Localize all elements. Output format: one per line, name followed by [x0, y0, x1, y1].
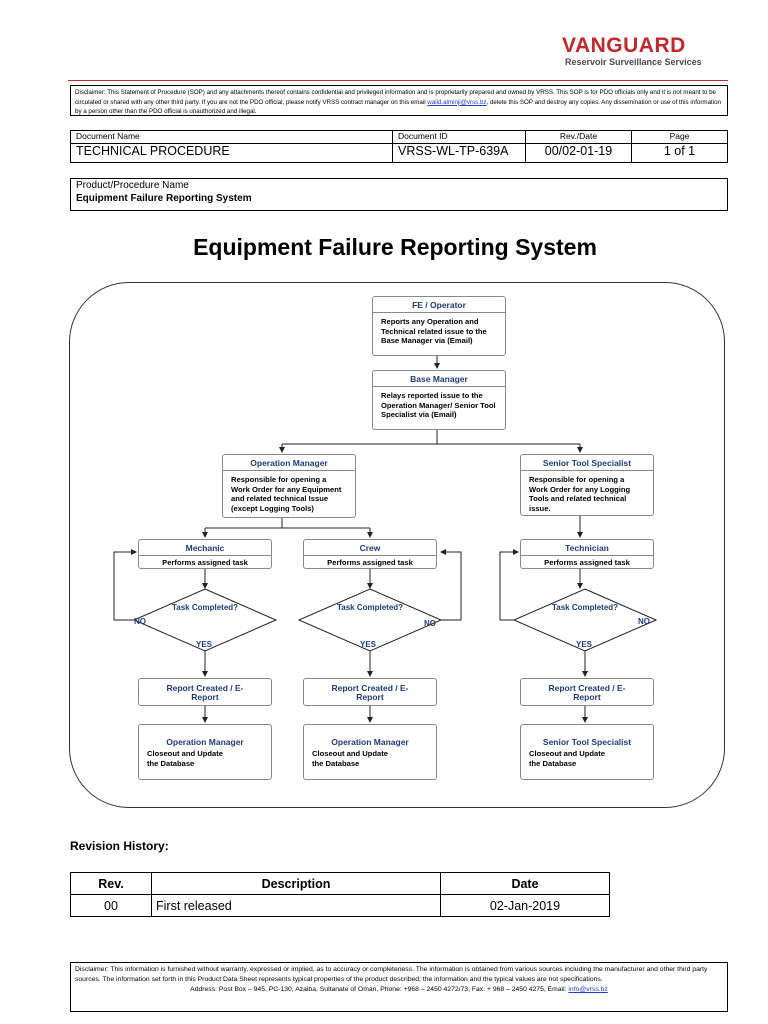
disclaimer-text-1: Disclaimer: This Statement of Procedure …: [75, 89, 716, 106]
yes-label-2: YES: [360, 640, 377, 649]
node-title: Mechanic: [185, 543, 225, 553]
revision-history-heading: Revision History:: [70, 839, 169, 853]
node-title: Technician: [565, 543, 609, 553]
footer-email-link[interactable]: info@vrss.bz: [568, 986, 608, 993]
node-desc: Closeout and Update the Database: [147, 749, 223, 768]
node-closeout-2: Operation Manager Closeout and Update th…: [303, 724, 437, 780]
node-desc: Responsible for opening a Work Order for…: [529, 475, 631, 513]
disclaimer-email-link[interactable]: walid.alminji@vrss.bz: [427, 98, 487, 106]
flowchart-frame: [69, 282, 725, 808]
node-desc: Performs assigned task: [544, 558, 630, 567]
node-desc: Closeout and Update the Database: [312, 749, 388, 768]
page-title: Equipment Failure Reporting System: [193, 234, 597, 260]
product-procedure-box: Product/Procedure Name Equipment Failure…: [70, 178, 728, 211]
disclaimer-text-2: , delete this SOP and destroy any copies…: [75, 98, 721, 116]
footer-disclaimer: Disclaimer: This information is furnishe…: [70, 962, 728, 1012]
doc-id-value: VRSS-WL-TP-639A: [392, 143, 526, 163]
company-tagline: Reservoir Surveillance Services: [565, 57, 702, 67]
footer-address: Address: Post Box – 945, PC-130, Azaiba,…: [75, 985, 723, 995]
node-technician: Technician Performs assigned task: [520, 539, 654, 569]
node-operation-manager: Operation Manager Responsible for openin…: [222, 454, 356, 518]
doc-name-value: TECHNICAL PROCEDURE: [70, 143, 393, 163]
description-cell: First released: [151, 894, 441, 917]
node-title: Report Created / E-Report: [166, 683, 244, 702]
node-title: Senior Tool Specialist: [542, 737, 632, 747]
node-title: Crew: [359, 543, 381, 553]
node-desc: Performs assigned task: [162, 558, 248, 567]
node-report-3: Report Created / E-Report: [520, 678, 654, 706]
node-report-2: Report Created / E-Report: [303, 678, 437, 706]
date-cell: 02-Jan-2019: [440, 894, 610, 917]
product-label: Product/Procedure Name: [76, 180, 189, 191]
node-title: Operation Manager: [166, 737, 244, 747]
node-closeout-3: Senior Tool Specialist Closeout and Upda…: [520, 724, 654, 780]
node-title: Report Created / E-Report: [548, 683, 626, 702]
page-value: 1 of 1: [631, 143, 728, 163]
decision-3-label: Task Completed?: [551, 603, 619, 612]
confidentiality-disclaimer: Disclaimer: This Statement of Procedure …: [70, 85, 728, 116]
node-closeout-1: Operation Manager Closeout and Update th…: [138, 724, 272, 780]
node-desc: Relays reported issue to the Operation M…: [381, 391, 496, 419]
header-divider: [68, 80, 728, 81]
node-desc: Responsible for opening a Work Order for…: [231, 475, 342, 513]
yes-label-3: YES: [576, 640, 593, 649]
no-label-1: NO: [134, 617, 146, 626]
company-logo: VANGUARD: [562, 34, 686, 57]
decision-2-label: Task Completed?: [336, 603, 404, 612]
rev-header: Rev.: [70, 872, 152, 895]
node-crew: Crew Performs assigned task: [303, 539, 437, 569]
node-title: Operation Manager: [331, 737, 409, 747]
node-mechanic: Mechanic Performs assigned task: [138, 539, 272, 569]
no-label-3: NO: [638, 617, 650, 626]
date-header: Date: [440, 872, 610, 895]
node-title: Senior Tool Specialist: [542, 458, 632, 468]
no-label-2: NO: [424, 619, 436, 628]
node-fe-operator: FE / Operator Reports any Operation and …: [372, 296, 506, 356]
description-header: Description: [151, 872, 441, 895]
node-senior-tool-specialist: Senior Tool Specialist Responsible for o…: [520, 454, 654, 516]
node-title: FE / Operator: [412, 300, 466, 310]
product-name: Equipment Failure Reporting System: [76, 193, 252, 204]
document-info-table: Document Name Document ID Rev./Date Page…: [70, 130, 728, 163]
node-desc: Performs assigned task: [327, 558, 413, 567]
rev-cell: 00: [70, 894, 152, 917]
node-report-1: Report Created / E-Report: [138, 678, 272, 706]
node-base-manager: Base Manager Relays reported issue to th…: [372, 370, 506, 430]
rev-date-value: 00/02-01-19: [525, 143, 632, 163]
node-desc: Closeout and Update the Database: [529, 749, 605, 768]
decision-1-label: Task Completed?: [171, 603, 239, 612]
node-title: Operation Manager: [250, 458, 328, 468]
node-desc: Reports any Operation and Technical rela…: [381, 317, 487, 345]
revision-table: Rev. Description Date 00 First released …: [70, 872, 610, 917]
yes-label-1: YES: [196, 640, 213, 649]
footer-address-text: Address: Post Box – 945, PC-130, Azaiba,…: [190, 986, 569, 993]
node-title: Base Manager: [410, 374, 468, 384]
node-title: Report Created / E-Report: [331, 683, 409, 702]
footer-disclaimer-text: Disclaimer: This information is furnishe…: [75, 966, 708, 983]
